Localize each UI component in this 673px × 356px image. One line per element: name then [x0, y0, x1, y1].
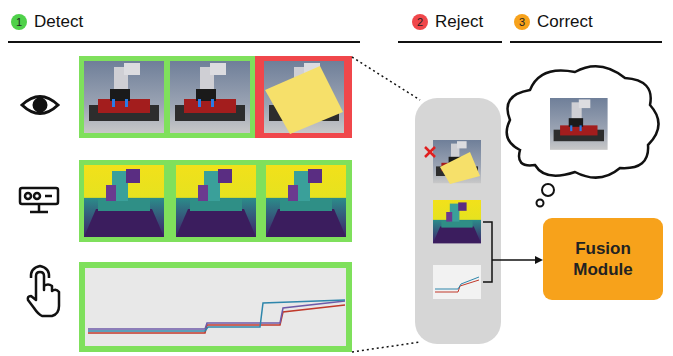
callout-number: 3	[514, 14, 530, 30]
step-title: Detect	[34, 12, 83, 32]
step-title: Correct	[537, 12, 593, 32]
callout-number: 1	[11, 14, 27, 30]
module-label: Fusion Module	[543, 232, 663, 287]
process-box: Fusion Module	[543, 218, 663, 300]
depth-camera-icon	[20, 188, 58, 212]
touch-icon	[28, 266, 59, 316]
callout-number: 2	[412, 14, 428, 30]
step-header: 3 Correct	[514, 12, 593, 32]
eye-icon	[22, 97, 58, 114]
step-header: 1 Detect	[11, 12, 83, 32]
step-header: 2 Reject	[412, 12, 483, 32]
step-title: Reject	[435, 12, 483, 32]
